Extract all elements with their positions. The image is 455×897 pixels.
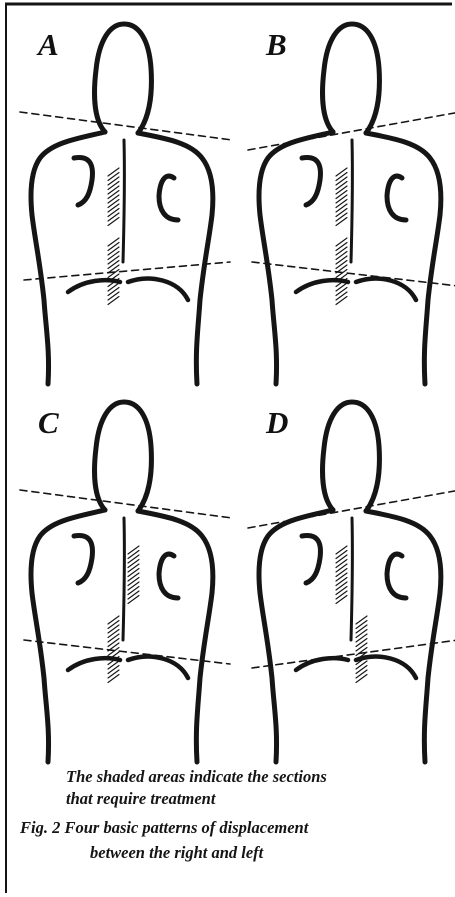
upper-reference-line bbox=[20, 112, 232, 140]
head-outline bbox=[95, 402, 152, 511]
caption-note-line1: The shaded areas indicate the sections bbox=[66, 767, 327, 787]
left-waist-curve bbox=[68, 280, 120, 292]
head-outline bbox=[323, 24, 380, 133]
upper-reference-line bbox=[20, 490, 232, 518]
right-waist-curve bbox=[128, 279, 188, 300]
shaded-area-lower bbox=[356, 616, 367, 683]
panel-letter: A bbox=[36, 27, 59, 62]
right-body-outline bbox=[366, 511, 441, 762]
left-shoulder-blade bbox=[302, 535, 320, 583]
shaded-area-upper bbox=[128, 546, 139, 604]
spine-line bbox=[123, 140, 124, 262]
spine-line bbox=[351, 140, 352, 262]
head-outline bbox=[323, 402, 380, 511]
shaded-area-lower bbox=[336, 238, 347, 305]
back-figure-panel: D bbox=[248, 402, 455, 762]
lower-reference-line bbox=[24, 262, 230, 280]
left-waist-curve bbox=[296, 280, 348, 292]
left-waist-curve bbox=[296, 658, 348, 670]
right-waist-curve bbox=[356, 279, 416, 300]
shaded-area-lower bbox=[108, 616, 119, 683]
left-shoulder-blade bbox=[74, 535, 92, 583]
figure-caption-line2: between the right and left bbox=[90, 843, 263, 863]
left-shoulder-blade bbox=[74, 157, 92, 205]
shaded-area-upper bbox=[336, 546, 347, 604]
right-shoulder-blade bbox=[159, 554, 178, 598]
left-shoulder-blade bbox=[302, 157, 320, 205]
right-shoulder-blade bbox=[387, 176, 406, 220]
spine-line bbox=[123, 518, 124, 640]
lower-reference-line bbox=[252, 640, 455, 668]
head-outline bbox=[95, 24, 152, 133]
left-waist-curve bbox=[68, 658, 120, 670]
right-body-outline bbox=[366, 133, 441, 384]
back-figure-panel: B bbox=[248, 24, 455, 384]
figure-caption-line1: Fig. 2 Four basic patterns of displaceme… bbox=[20, 818, 308, 838]
right-shoulder-blade bbox=[387, 554, 406, 598]
shaded-area-upper bbox=[336, 168, 347, 226]
spine-line bbox=[351, 518, 352, 640]
right-waist-curve bbox=[128, 657, 188, 678]
right-shoulder-blade bbox=[159, 176, 178, 220]
panel-letter: B bbox=[265, 27, 287, 62]
panel-letter: C bbox=[38, 405, 59, 440]
right-body-outline bbox=[138, 133, 213, 384]
shaded-area-upper bbox=[108, 168, 119, 226]
shaded-area-lower bbox=[108, 238, 119, 305]
back-figure-panel: C bbox=[20, 402, 232, 762]
lower-reference-line bbox=[252, 262, 455, 286]
right-body-outline bbox=[138, 511, 213, 762]
caption-note-line2: that require treatment bbox=[66, 789, 215, 809]
panel-letter: D bbox=[265, 405, 288, 440]
back-figure-panel: A bbox=[20, 24, 232, 384]
